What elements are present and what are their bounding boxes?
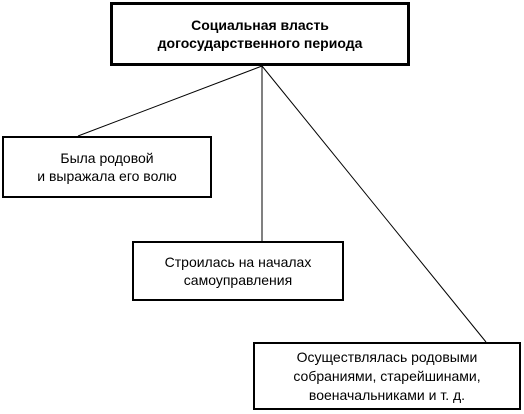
child-node-2-label: Строилась на началах самоуправления [164,254,312,288]
child-node-1-label: Была родовой и выражала его волю [37,150,177,184]
child-node-3: Осуществлялась родовыми собраниями, стар… [253,342,521,410]
root-node: Социальная власть догосударственного пер… [110,2,410,66]
connector-root-to-child-3 [261,65,487,343]
root-node-label: Социальная власть догосударственного пер… [157,17,363,51]
connector-root-to-child-1 [77,65,263,137]
child-node-1: Была родовой и выражала его волю [2,136,212,198]
child-node-2: Строилась на началах самоуправления [132,241,344,301]
child-node-3-label: Осуществлялась родовыми собраниями, стар… [293,348,481,403]
